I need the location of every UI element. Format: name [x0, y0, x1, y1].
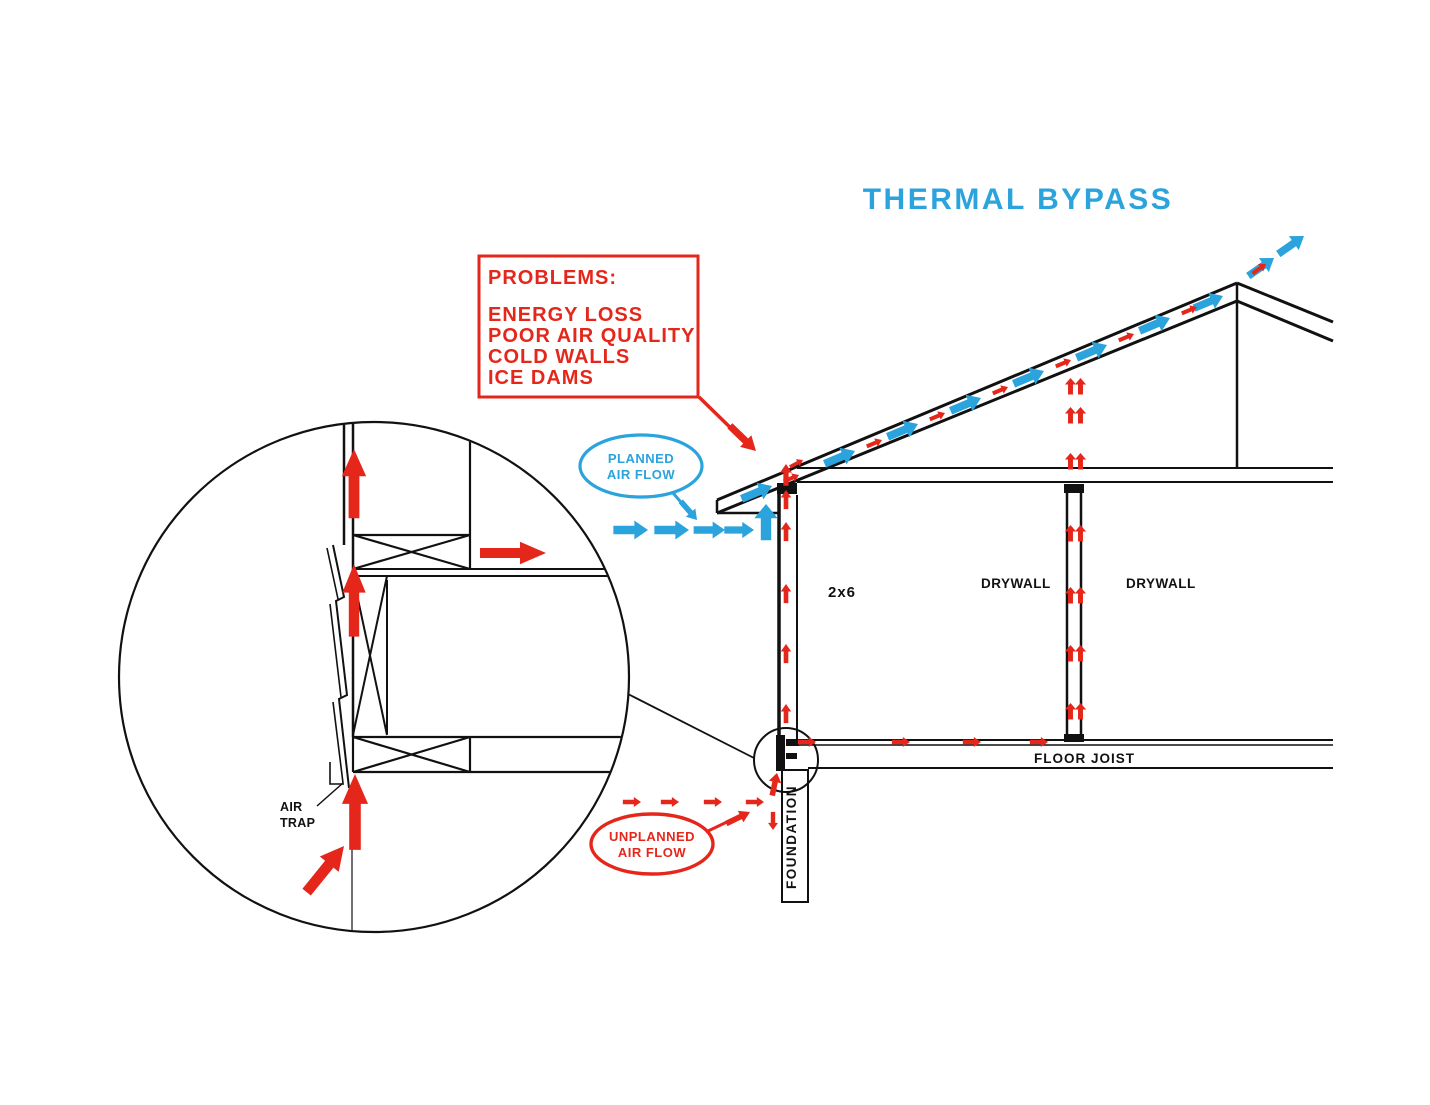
- floor-joist-label: FLOOR JOIST: [1034, 751, 1135, 766]
- diagram-title: THERMAL BYPASS: [863, 183, 1174, 216]
- planned-airflow-arrow: [613, 520, 648, 540]
- detail-siding-inner: [332, 544, 350, 789]
- unplanned-airflow-callout: UNPLANNED AIR FLOW: [589, 812, 730, 876]
- wall-stud-label: 2x6: [828, 584, 856, 601]
- unplanned-airflow-arrow: [342, 564, 366, 637]
- unplanned-airflow-arrow: [341, 774, 369, 850]
- sill-plate-upper: [786, 739, 799, 746]
- unplanned-callout-line2: AIR FLOW: [618, 845, 686, 860]
- roof-bottom-line: [716, 299, 1238, 515]
- interior-wall-top-plate: [1064, 484, 1084, 493]
- unplanned-airflow-arrow: [297, 838, 354, 900]
- detail-connector-line: [627, 693, 755, 759]
- unplanned-airflow-arrow: [723, 806, 753, 830]
- problems-box-border: [477, 254, 700, 399]
- detail-rim-joist-box: [351, 735, 628, 774]
- planned-callout-line2: AIR FLOW: [607, 467, 675, 482]
- air-trap-leader: [316, 782, 344, 807]
- unplanned-airflow-arrow: [622, 797, 641, 807]
- planned-airflow-arrow: [1010, 362, 1048, 393]
- unplanned-callout-ellipse: [589, 812, 715, 876]
- foundation-label: FOUNDATION: [784, 785, 799, 889]
- interior-wall-bottom-plate: [1064, 734, 1084, 742]
- sill-plate-lower: [786, 753, 797, 759]
- unplanned-airflow-arrow: [1064, 378, 1077, 395]
- unplanned-airflow-arrow: [745, 797, 764, 807]
- planned-airflow-arrow: [1273, 228, 1309, 261]
- unplanned-airflow-arrow: [1074, 645, 1087, 662]
- unplanned-leader-line: [705, 819, 730, 834]
- drywall-right-label: DRYWALL: [1126, 576, 1196, 591]
- wall-top-plate: [777, 483, 797, 494]
- back-roof-top-line: [1236, 281, 1334, 324]
- unplanned-airflow-arrow: [480, 541, 546, 565]
- unplanned-airflow-arrow: [766, 771, 784, 797]
- unplanned-airflow-arrow: [1074, 407, 1087, 424]
- detail-upper-blocking: [352, 440, 472, 571]
- detail-siding-outer: [326, 547, 344, 785]
- house-section: [627, 281, 1334, 903]
- unplanned-airflow-arrow: [780, 522, 792, 542]
- unplanned-airflow-arrow: [1064, 407, 1077, 424]
- unplanned-airflow-arrow: [703, 797, 722, 807]
- unplanned-airflow-arrow: [341, 449, 367, 519]
- planned-airflow-callout: PLANNED AIR FLOW: [578, 433, 704, 509]
- problem-item: COLD WALLS: [488, 346, 630, 368]
- drywall-left-label: DRYWALL: [981, 576, 1051, 591]
- problems-box: PROBLEMS: ENERGY LOSS POOR AIR QUALITY C…: [477, 254, 744, 441]
- planned-airflow-arrow: [754, 504, 778, 541]
- unplanned-airflow-arrow: [1074, 703, 1087, 720]
- problem-item: ICE DAMS: [488, 367, 594, 389]
- unplanned-airflow-arrow: [660, 797, 679, 807]
- unplanned-airflow-arrow: [1074, 378, 1087, 395]
- unplanned-airflow-arrow: [780, 584, 792, 604]
- sill-detail-circle: [753, 727, 819, 793]
- unplanned-airflow-arrow: [1074, 587, 1087, 604]
- roof-top-line: [716, 281, 1238, 502]
- magnified-detail-circle: [117, 420, 631, 934]
- foundation-wall: [781, 769, 809, 903]
- air-trap-label-line1: AIR: [280, 800, 302, 814]
- unplanned-airflow-arrow: [1074, 525, 1087, 542]
- back-roof-bottom-line: [1236, 299, 1334, 343]
- planned-airflow-arrow: [724, 521, 754, 539]
- planned-callout-line1: PLANNED: [608, 451, 674, 466]
- problem-item: POOR AIR QUALITY: [488, 325, 695, 347]
- problems-heading: PROBLEMS:: [488, 267, 617, 289]
- detail-ceiling-lines: [353, 568, 628, 577]
- rim-joist: [776, 735, 785, 771]
- planned-airflow-arrow: [693, 521, 725, 539]
- planned-airflow-arrow: [947, 389, 985, 420]
- planned-callout-ellipse: [578, 433, 704, 499]
- unplanned-airflow-arrow: [780, 644, 792, 664]
- air-trap-label-line2: TRAP: [280, 816, 315, 830]
- unplanned-airflow-arrow: [780, 704, 792, 724]
- planned-airflow-arrows: [613, 228, 1309, 541]
- unplanned-airflow-arrow: [768, 811, 778, 830]
- unplanned-callout-line1: UNPLANNED: [609, 829, 695, 844]
- planned-airflow-arrow: [654, 520, 689, 540]
- problem-item: ENERGY LOSS: [488, 304, 643, 326]
